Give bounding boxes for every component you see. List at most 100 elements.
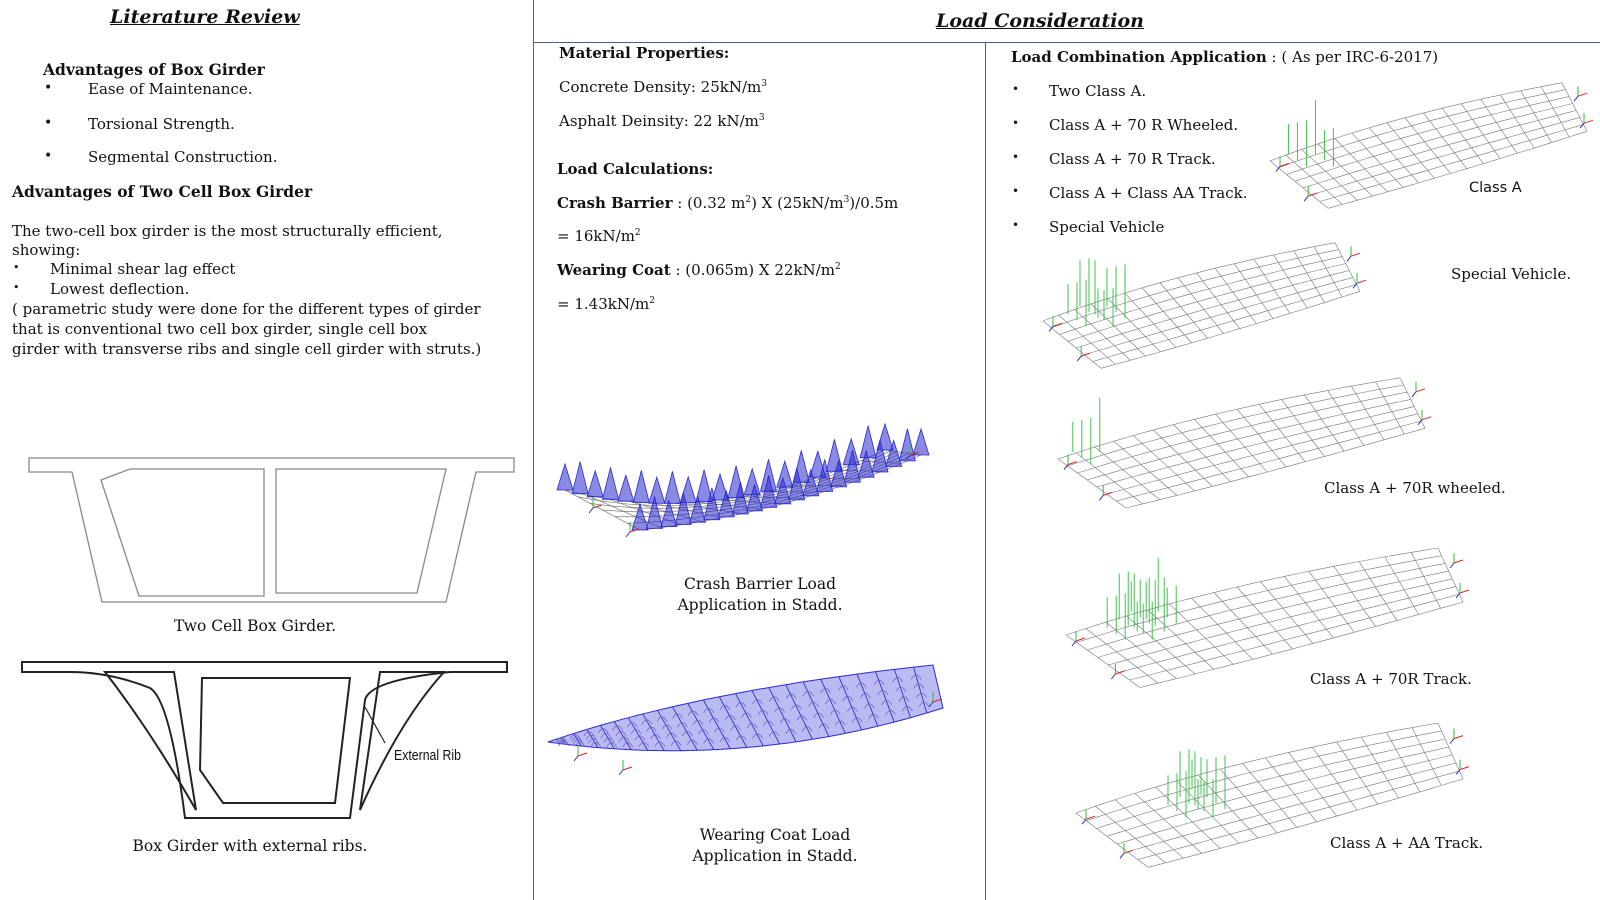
wearing-coat-load-arc [834,720,846,726]
grid-transverse-line [1194,419,1249,478]
grid-longitudinal-line [1311,117,1580,196]
grid-longitudinal-line [1327,131,1588,209]
support-left-axis-x [1075,637,1086,642]
support-right-axis-x [1453,735,1464,740]
grid-transverse-line [1076,452,1143,505]
wearing-coat-transverse [735,693,764,747]
wearing-coat-load-arc [606,742,618,748]
support-left-axis-z [1275,166,1281,172]
grid-longitudinal-line [1139,601,1464,688]
grid-transverse-line [1404,117,1451,174]
crash-barrier-load-arrow [663,471,681,504]
concrete-density: Concrete Density: 25kN/m3 [559,78,767,96]
box-girder-item: Torsional Strength. [88,115,235,133]
wearing-coat-load-arc [847,706,858,712]
crash-barrier-load-arrow [912,427,930,456]
support-right-2-axis-x [1583,119,1594,124]
class-a-70r-wheeled-model-figure [1057,377,1432,509]
parametric-note-line: that is conventional two cell box girder… [12,320,428,338]
parametric-note-line: ( parametric study were done for the dif… [12,300,481,318]
two-cell-intro-line: showing: [12,241,81,259]
grid-transverse-line [1334,242,1361,292]
grid-transverse-line [1301,149,1358,201]
support-right-axis-x [1453,559,1464,564]
two-cell-advantages-heading: Advantages of Two Cell Box Girder [12,182,313,201]
grid-transverse-line [564,489,641,531]
wearing-coat-load-arc [779,718,791,724]
grid-longitudinal-line [1087,399,1411,481]
class-a-model-figure [1269,82,1594,209]
wearing-coat-load-arc [719,737,731,743]
crash-barrier-load-arrow [731,481,749,515]
grid-transverse-line [1480,99,1518,154]
crash-barrier-caption: Crash Barrier Load Application in Stadd. [650,574,870,616]
wearing-coat-load-arc [918,701,930,707]
support-left-2-axis-z [1111,673,1116,680]
combination-item: Class A + 70 R Wheeled. [1049,116,1239,134]
support-left-axis-x [1052,322,1063,327]
parametric-note-line: girder with transverse ribs and single c… [12,340,482,358]
grid-transverse-line [1293,250,1325,303]
grid-transverse-line [1260,581,1314,644]
grid-transverse-line [1273,254,1308,309]
support-left-axis-z [1071,640,1077,647]
crash-barrier-load-arrow [711,472,729,501]
wearing-coat-transverse [768,687,797,743]
crash-barrier-load-arrow [774,476,792,505]
grid-longitudinal-line [1087,563,1446,651]
support-left-2-axis-x [1103,491,1113,496]
wearing-coat-load-arc [654,741,666,747]
grid-transverse-line [1176,780,1240,844]
grid-longitudinal-line [1067,263,1346,342]
load-consideration-heading: Load Consideration [936,10,1144,32]
wearing-coat-load-arc [687,710,699,716]
wearing-coat-load-arc [641,719,653,725]
wearing-coat-load-arc [572,739,584,745]
grid-transverse-line [1461,103,1501,159]
rib-girder-outer-outline [21,661,508,819]
support-left-2-axis-x [1123,849,1134,854]
grid-transverse-line [1134,793,1202,854]
wearing-coat-load-arc [837,685,849,691]
wearing-support-left-2-axis-x [622,766,633,771]
two-cell-right-cell [275,468,447,594]
crash-barrier-load-arrow [816,459,834,492]
wearing-coat-load-arc [714,727,725,733]
grid-transverse-line [1234,263,1274,319]
grid-transverse-line [1333,566,1376,627]
grid-transverse-line [1197,774,1259,839]
grid-transverse-line [1085,628,1159,684]
support-right-axis-z [1449,738,1455,744]
wearing-coat-load-arc [877,689,889,695]
grid-longitudinal-line [1067,384,1404,467]
grid-transverse-line [1258,404,1306,462]
wearing-coat-load-arc [881,700,893,706]
crash-barrier-model-figure [556,422,930,538]
wearing-coat-load-arc [791,704,802,710]
wearing-coat-load-arc [855,682,867,688]
wearing-coat-load-arc [785,729,796,735]
grid-longitudinal-line [1106,746,1449,837]
grid-transverse-line [1411,727,1442,786]
wearing-coat-load-arc [898,696,910,702]
grid-transverse-line [1215,413,1268,473]
grid-transverse-line [1520,90,1552,143]
grid-transverse-line [1124,292,1177,348]
wearing-coat-load-arc [752,699,763,705]
wearing-coat-load-arc [730,725,742,731]
support-right-2-axis-x [1459,589,1470,594]
grid-longitudinal-line [1065,547,1439,636]
crash-barrier-load-arrow [898,428,916,462]
wearing-coat-load-arc [571,736,583,742]
wearing-coat-load-arc [677,722,688,728]
wearing-coat-load-arc [735,702,747,708]
crash-barrier-load-arrow [871,439,889,473]
wearing-coat-load-arc [860,693,871,699]
combination-item: Class A + 70 R Track. [1049,150,1216,168]
wearing-coat-load-arc [692,720,704,726]
crash-support-left-axis-x [592,504,603,509]
wearing-coat-load-arc [913,683,925,689]
wearing-coat-load-arc [873,679,885,685]
class-a-70r-track-model-figure [1065,547,1470,688]
wearing-coat-load-arc [638,741,650,747]
